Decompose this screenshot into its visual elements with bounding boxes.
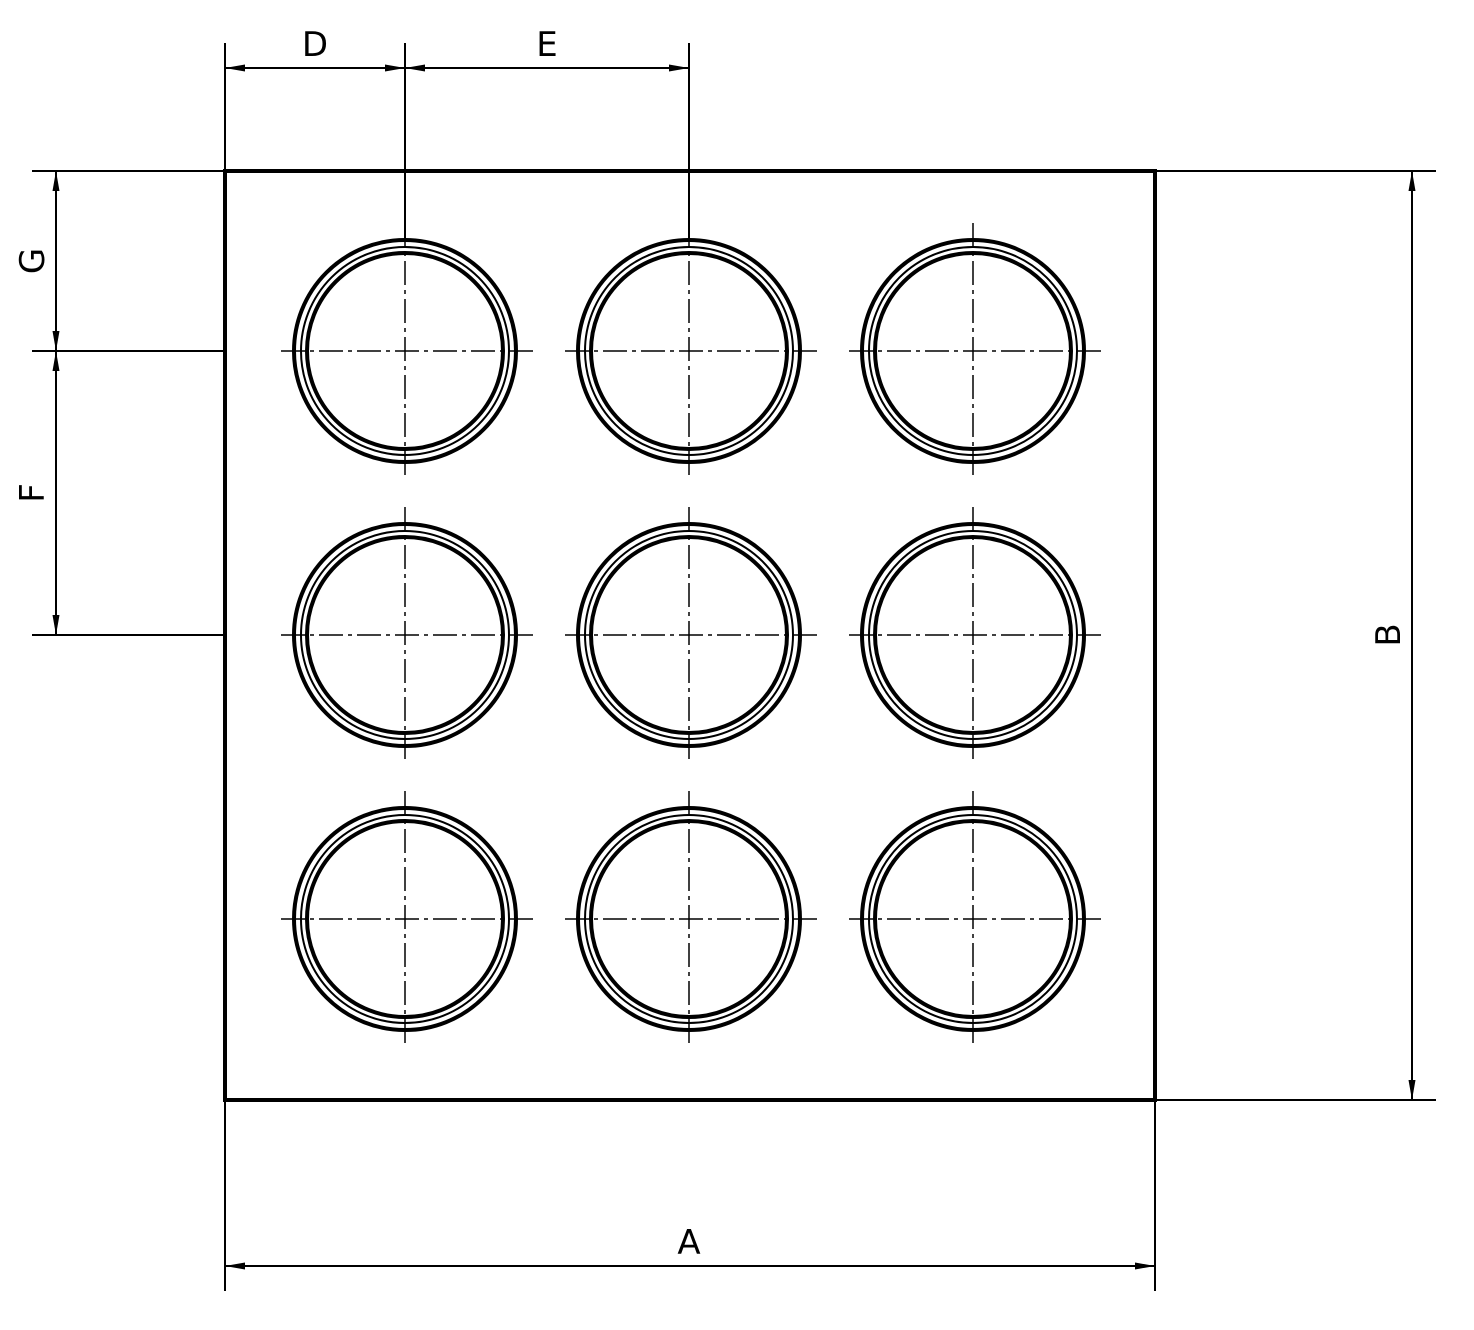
dimension-lines (52, 64, 1416, 1270)
hole-1-3 (849, 223, 1103, 475)
hole-2-3 (849, 507, 1103, 759)
hole-3-3 (849, 791, 1103, 1043)
dimension-label-b: B (1369, 623, 1409, 646)
dimension-label-g: G (13, 248, 53, 274)
dimension-label-a: A (677, 1223, 700, 1263)
hole-grid (281, 223, 1103, 1043)
dimension-label-f: F (13, 483, 53, 503)
hole-1-1 (281, 223, 535, 475)
hole-2-1 (281, 507, 535, 759)
hole-2-2 (565, 507, 819, 759)
hole-3-1 (281, 791, 535, 1043)
hole-1-2 (565, 223, 819, 475)
dimension-label-d: D (302, 25, 328, 65)
hole-3-2 (565, 791, 819, 1043)
dimension-label-e: E (536, 25, 557, 65)
extension-lines (32, 43, 1436, 1291)
